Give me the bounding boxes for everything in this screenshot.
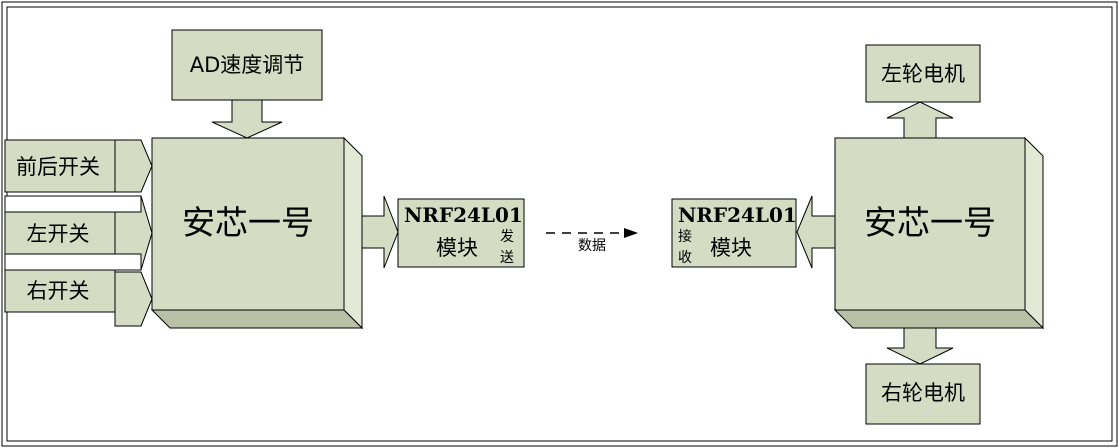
arrow-switch-front-back [114,139,153,193]
switch-right: 右开关 [4,269,153,327]
switch-left-label: 左开关 [27,222,90,246]
mcu-left-label: 安芯一号 [182,203,314,242]
tx-module-side-1: 发 [500,229,514,245]
arrow-mcu-to-tx [361,195,399,269]
right-motor-block: 右轮电机 [865,363,981,425]
ad-speed-label: AD速度调节 [190,53,305,77]
switch-front-back: 前后开关 [4,139,153,193]
arrow-mcu-to-rx [796,195,836,269]
tx-module-subtitle: 模块 [436,236,478,260]
arrow-switch-right [114,271,153,327]
right-motor-label: 右轮电机 [881,381,965,405]
link-arrowhead [624,228,638,238]
arrow-mcu-to-right-motor [886,327,954,365]
switch-front-back-label: 前后开关 [16,155,100,179]
wireless-data-link: 数据 [546,228,638,254]
arrow-mcu-to-left-motor [886,101,954,139]
rx-module-title: NRF24L01 [678,203,797,227]
link-label: 数据 [578,238,606,254]
mcu-right-label: 安芯一号 [864,203,996,242]
rx-module: NRF24L01 接 收 模块 [671,198,797,268]
left-motor-label: 左轮电机 [881,62,965,86]
switch-left: 左开关 [4,195,153,271]
tx-module: NRF24L01 模块 发 送 [397,198,525,268]
rx-module-side-2: 收 [678,250,692,266]
tx-module-side-2: 送 [500,250,514,266]
mcu-block-left: 安芯一号 [150,136,364,330]
mcu-block-right: 安芯一号 [833,136,1045,330]
arrow-ad-to-mcu [211,99,283,139]
rx-module-side-1: 接 [678,228,692,245]
rx-module-subtitle: 模块 [710,236,752,260]
ad-speed-block: AD速度调节 [171,29,323,101]
switch-right-label: 右开关 [27,279,90,303]
tx-module-title: NRF24L01 [404,203,523,227]
left-motor-block: 左轮电机 [865,44,981,103]
